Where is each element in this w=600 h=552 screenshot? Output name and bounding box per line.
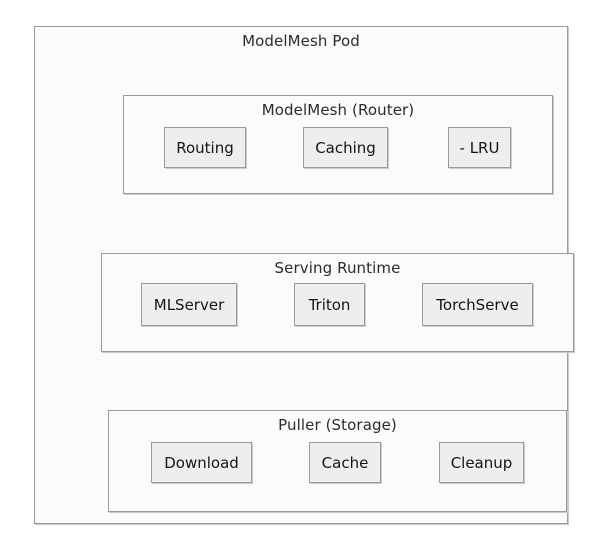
block-mlserver[interactable]: MLServer (141, 283, 237, 326)
block-download[interactable]: Download (151, 442, 252, 483)
group-title-puller-storage: Puller (Storage) (278, 416, 397, 434)
block-cache[interactable]: Cache (309, 442, 381, 483)
block-triton[interactable]: Triton (294, 283, 365, 326)
pod-title: ModelMesh Pod (242, 32, 360, 50)
block-routing[interactable]: Routing (164, 127, 246, 168)
block-caching[interactable]: Caching (303, 127, 388, 168)
group-serving-runtime: Serving Runtime MLServer Triton TorchSer… (101, 253, 574, 352)
block-torchserve[interactable]: TorchServe (422, 283, 533, 326)
group-title-router: ModelMesh (Router) (261, 101, 415, 119)
group-puller-storage: Puller (Storage) Download Cache Cleanup (108, 410, 567, 512)
group-modelmesh-router: ModelMesh (Router) Routing Caching - LRU (123, 95, 553, 194)
block-cleanup[interactable]: Cleanup (439, 442, 524, 483)
block-lru[interactable]: - LRU (448, 127, 511, 168)
group-title-serving-runtime: Serving Runtime (274, 259, 401, 277)
modelmesh-pod-container: ModelMesh Pod ModelMesh (Router) Routing… (34, 26, 574, 524)
